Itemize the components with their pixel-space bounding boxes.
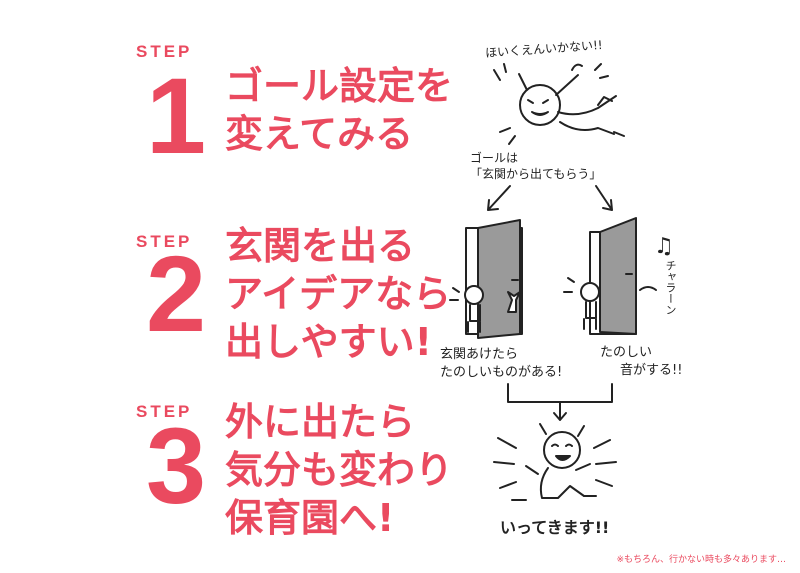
step-3-title: 外に出たら 気分も変わり 保育園へ! [225,398,453,542]
merge-arrow [507,383,613,421]
step-3-title-line: 外に出たら [225,400,416,444]
right-door-caption-line: 音がする!! [620,363,683,378]
goal-caption-line: ゴールは [470,151,519,165]
step-3-title-line: 気分も変わり [225,448,454,492]
step-2-number: 2 [146,233,207,354]
goal-caption: ゴールは 「玄関から出てもらう」 [470,150,601,182]
step-2-title-line: 出しやすい! [225,320,432,364]
branch-arrows [487,185,613,211]
goal-caption-line: 「玄関から出てもらう」 [470,167,602,181]
tantrum-child-drawing [493,63,625,145]
step-1-title: ゴール設定を 変えてみる [225,62,453,158]
left-door-drawing [449,219,523,339]
footnote: ※もちろん、行かない時も多々あります… [616,555,786,565]
step-3-title-line: 保育園へ! [225,496,395,540]
step-1-number: 1 [146,55,207,176]
step-3-number: 3 [146,405,207,526]
sound-effect-text: チャラーン [664,260,677,315]
step-1-title-line: 変えてみる [225,112,414,156]
running-child-drawing [493,423,617,501]
right-door-caption-line: たのしい [600,345,653,360]
right-door-caption: たのしい 音がする!! [600,344,682,380]
step-2-title-line: アイデアなら [225,272,452,316]
step-2-title: 玄関を出る アイデアなら 出しやすい! [225,222,451,366]
departure-caption: いってきます!! [500,518,610,537]
step-2-title-line: 玄関を出る [225,224,416,268]
step-2-label: STEP [136,232,193,251]
music-note: ♫ [654,234,674,259]
right-door-drawing [563,217,657,335]
step-1-title-line: ゴール設定を [225,64,454,108]
step-1-label: STEP [136,42,193,61]
left-door-caption: 玄関あけたら たのしいものがある! [440,346,562,382]
left-door-caption-line: 玄関あけたら [440,347,519,362]
step-3-label: STEP [136,402,193,421]
left-door-caption-line: たのしいものがある! [440,365,563,380]
